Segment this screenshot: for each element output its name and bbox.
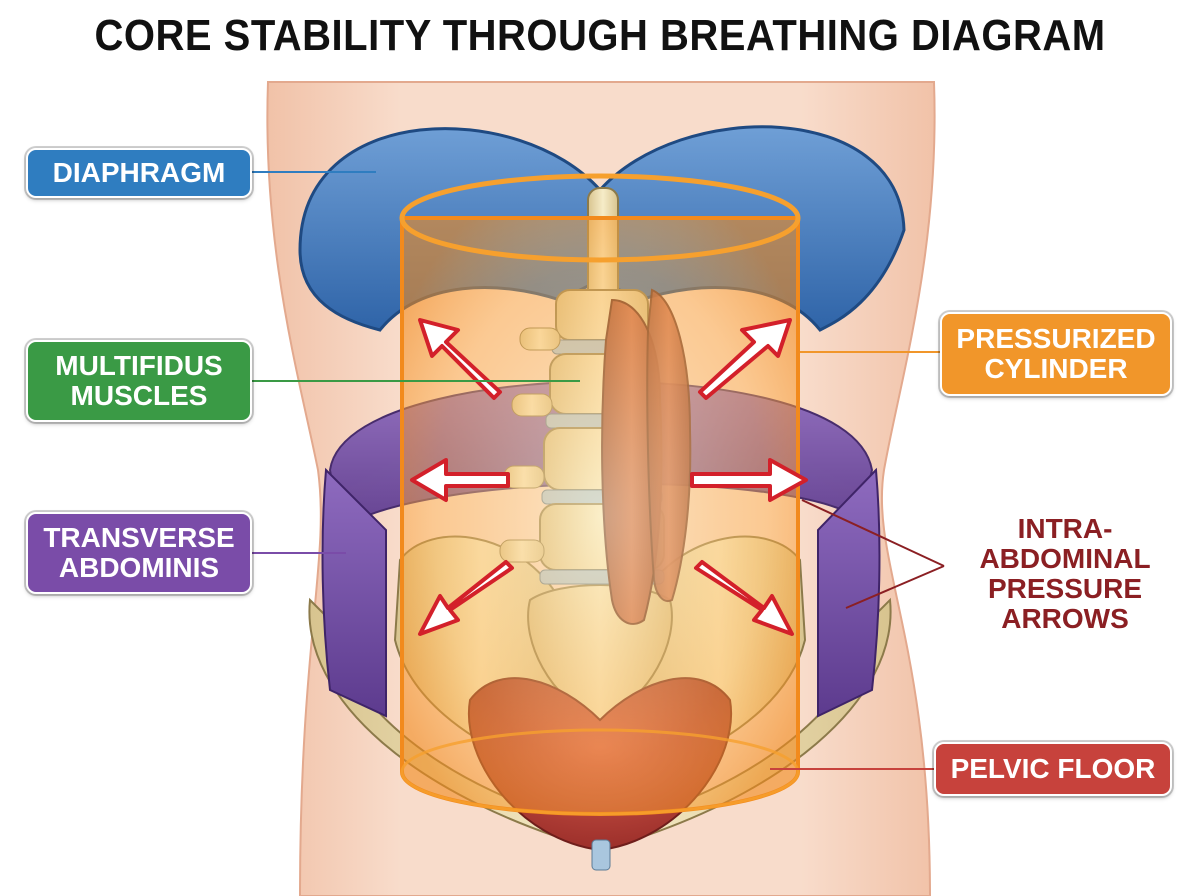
leader-iap-2: [845, 565, 945, 609]
pressure-arrow-upper-right: [698, 318, 792, 400]
pubic-symphysis: [591, 839, 611, 871]
pressurized-cylinder: [399, 173, 801, 816]
label-diaphragm: DIAPHRAGM: [26, 148, 252, 198]
leader-iap-1: [801, 499, 945, 567]
pressure-arrow-lower-right: [694, 560, 794, 636]
transverse-abdominis-left: [321, 467, 387, 718]
label-intra-abdominal-pressure-arrows: INTRA- ABDOMINAL PRESSURE ARROWS: [979, 513, 1151, 634]
pressure-arrow-mid-right: [690, 458, 808, 502]
pressure-arrow-lower-left: [418, 560, 514, 636]
label-pressurized-cylinder: PRESSURIZED CYLINDER: [940, 312, 1172, 396]
pressure-arrow-mid-left: [410, 458, 510, 502]
label-multifidus-muscles: MULTIFIDUS MUSCLES: [26, 340, 252, 422]
transverse-abdominis-right: [817, 467, 881, 718]
page-title: CORE STABILITY THROUGH BREATHING DIAGRAM: [94, 12, 1106, 60]
label-transverse-abdominis: TRANSVERSE ABDOMINIS: [26, 512, 252, 594]
pressure-arrows: [410, 318, 808, 636]
label-pelvic-floor: PELVIC FLOOR: [934, 742, 1172, 796]
leader-lines: [252, 171, 945, 770]
pressure-arrow-upper-left: [418, 318, 502, 400]
